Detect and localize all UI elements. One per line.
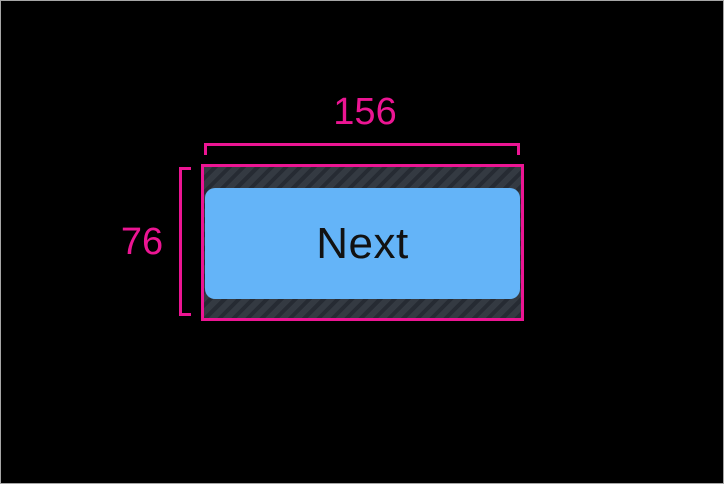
next-button[interactable]: Next <box>205 188 520 299</box>
next-button-label: Next <box>316 218 409 268</box>
width-dimension-bracket <box>204 143 520 155</box>
width-dimension-label: 156 <box>333 91 397 133</box>
height-dimension-label: 76 <box>120 221 164 263</box>
height-dimension-bracket <box>179 167 191 316</box>
touch-target-bounds: Next <box>201 164 524 321</box>
